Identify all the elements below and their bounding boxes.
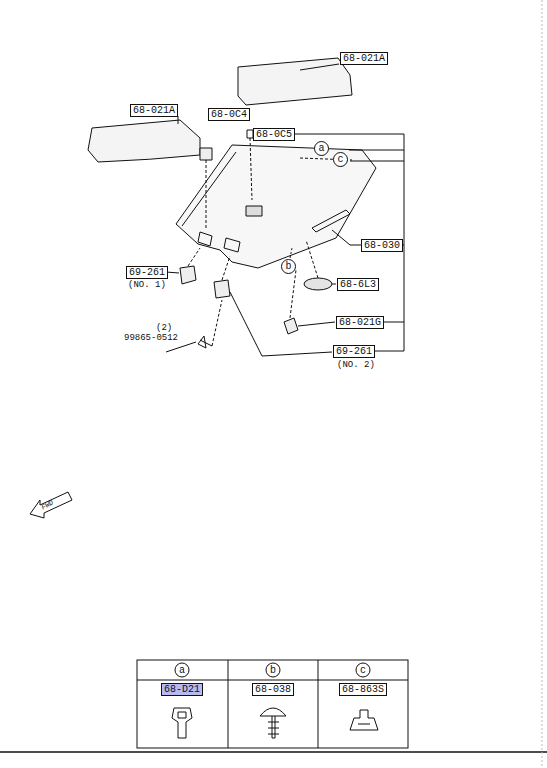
callout-label: (NO. 2)	[337, 360, 375, 370]
part-number: 68-0C5	[256, 129, 292, 140]
part-number: 68-6L3	[340, 279, 376, 290]
part-number-box: 68-030	[361, 239, 403, 252]
table-cell: 68-863S	[339, 683, 387, 696]
part-number-box: 68-0C4	[208, 108, 250, 121]
part-number: 68-0C4	[211, 109, 247, 120]
part-number-box: 68-021A	[340, 52, 388, 65]
table-cell: b	[270, 665, 276, 676]
callout-label: (2)	[156, 323, 172, 333]
part-number: b	[285, 261, 291, 272]
callout-label: 99865-0512	[124, 333, 178, 343]
callout-circle: a	[314, 141, 329, 156]
part-number-box: 68-0C5	[253, 128, 295, 141]
part-number-box: 69-261	[333, 345, 375, 358]
part-number: c	[337, 154, 343, 165]
table-cell: c	[360, 665, 366, 676]
callout-circle: b	[281, 259, 296, 274]
part-number-box: 68-021A	[130, 104, 178, 117]
part-number-box: 68-021G	[336, 316, 384, 329]
part-number-box: 69-261	[126, 266, 168, 279]
table-cell: a	[179, 665, 185, 676]
table-cell: 68-D21	[161, 683, 203, 696]
part-number: 68-030	[364, 240, 400, 251]
part-number: 68-021G	[339, 317, 381, 328]
part-number: 68-021A	[343, 53, 385, 64]
part-number: 69-261	[129, 267, 165, 278]
callout-label: (NO. 1)	[128, 280, 166, 290]
part-number: 69-261	[336, 346, 372, 357]
part-number: a	[318, 143, 324, 154]
part-number: 68-021A	[133, 105, 175, 116]
table-cell: 68-038	[252, 683, 294, 696]
part-number-box: 68-6L3	[337, 278, 379, 291]
callout-circle: c	[333, 152, 348, 167]
